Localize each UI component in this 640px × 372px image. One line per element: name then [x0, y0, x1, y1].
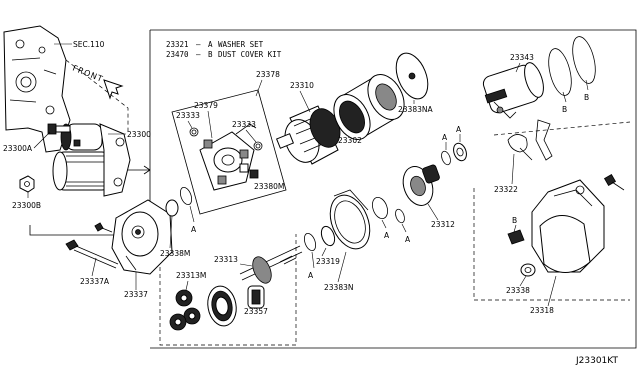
- rear-cover-dashed-box: [473, 188, 630, 301]
- label-23379: 23379: [194, 101, 218, 110]
- brush-holder: [199, 123, 257, 191]
- label-23300a: 23300A: [3, 144, 33, 153]
- bushing-small: [453, 142, 467, 162]
- label-23312: 23312: [431, 220, 455, 229]
- block-projection-dashed: [65, 59, 129, 132]
- mark-b-2: B: [584, 93, 589, 102]
- kit-arrow: [128, 165, 151, 175]
- legend-text-1: WASHER SET: [218, 40, 264, 49]
- label-23343: 23343: [510, 53, 534, 62]
- front-bracket-dashed-box: [159, 232, 297, 346]
- legend-marker-1: A: [208, 40, 213, 49]
- spring-23333a: [189, 127, 199, 137]
- label-23333-a: 23333: [176, 111, 200, 120]
- legend-marker-2: B: [208, 50, 213, 59]
- bushing-23338: [520, 263, 536, 277]
- bolt-23300a: [47, 123, 71, 135]
- brush-holder-box: [171, 89, 287, 215]
- mark-a-3: A: [405, 235, 411, 244]
- legend-code-2: 23470: [166, 50, 189, 59]
- spring-23333b: [253, 141, 263, 151]
- label-23378: 23378: [256, 70, 280, 79]
- mark-a-1: A: [191, 225, 197, 234]
- solenoid-dashed-box: [493, 121, 631, 136]
- label-23357: 23357: [244, 307, 268, 316]
- bolt-rear: [603, 173, 625, 191]
- gear-housing-23383n: [329, 189, 371, 250]
- svg-text:—: —: [196, 50, 201, 59]
- yoke-23302: [333, 74, 405, 140]
- internal-gear: [207, 285, 237, 327]
- label-23318: 23318: [530, 306, 554, 315]
- armature-23310: [275, 105, 353, 165]
- dust-cover-clip-b: [507, 229, 525, 245]
- label-23337a: 23337A: [80, 277, 110, 286]
- lever-23322: [507, 119, 553, 161]
- label-23310: 23310: [290, 81, 314, 90]
- legend: 23321 — A WASHER SET 23470 — B DUST COVE…: [166, 40, 282, 59]
- plate-23383na: [395, 52, 429, 100]
- label-23300: 23300: [127, 130, 151, 139]
- label-23337: 23337: [124, 290, 148, 299]
- label-23319: 23319: [316, 257, 340, 266]
- label-23383n: 23383N: [324, 283, 353, 292]
- label-23313m: 23313M: [176, 271, 206, 280]
- brush-23380m: [239, 163, 259, 179]
- pinion-23312: [402, 164, 440, 206]
- solenoid-23343: [482, 62, 544, 119]
- rear-cover-23318: [531, 179, 605, 273]
- ring-23319: [303, 225, 336, 252]
- legend-code-1: 23321: [166, 40, 189, 49]
- label-23302: 23302: [338, 136, 362, 145]
- mark-b-3: B: [512, 216, 517, 225]
- washer-a1: [179, 186, 193, 206]
- label-sec110: SEC.110: [73, 40, 105, 49]
- label-23322: 23322: [494, 185, 518, 194]
- label-23338m: 23338M: [160, 249, 190, 258]
- starter-assembly: [52, 123, 131, 197]
- svg-text:—: —: [196, 40, 201, 49]
- mark-a-3b: A: [308, 271, 314, 280]
- front-bracket-23337: [111, 199, 173, 275]
- label-23383na: 23383NA: [398, 105, 433, 114]
- shaft-23313: [239, 245, 303, 284]
- mark-a-4: A: [442, 133, 448, 142]
- label-23313: 23313: [214, 255, 238, 264]
- engine-block-section: SEC.110: [3, 25, 105, 153]
- diagram-reference-code: J23301KT: [575, 356, 618, 366]
- dust-ring-b1: [548, 48, 572, 96]
- through-bolt-23337a: [65, 239, 119, 269]
- clutch-23357: [247, 285, 265, 309]
- label-23338: 23338: [506, 286, 530, 295]
- front-arrow: FRONT: [71, 64, 124, 100]
- mark-b-1: B: [562, 105, 567, 114]
- legend-text-2: DUST COVER KIT: [218, 50, 282, 59]
- ring-washer-a4: [441, 150, 451, 166]
- nut-23300b: [19, 175, 35, 193]
- washer-a3: [395, 208, 405, 224]
- mark-a-5: A: [456, 125, 462, 134]
- mark-a-2: A: [384, 231, 390, 240]
- label-front: FRONT: [71, 64, 104, 84]
- dust-ring-b2: [572, 36, 596, 84]
- bolt-small: [94, 222, 113, 233]
- main-kit-outline: [29, 29, 637, 349]
- planetary-gears-23313m: [169, 289, 201, 331]
- label-23380m: 23380M: [254, 182, 284, 191]
- label-23300b: 23300B: [12, 201, 41, 210]
- bearing-23338m: [165, 199, 179, 217]
- label-23333-b: 23333: [232, 120, 256, 129]
- washer-a2: [372, 196, 388, 220]
